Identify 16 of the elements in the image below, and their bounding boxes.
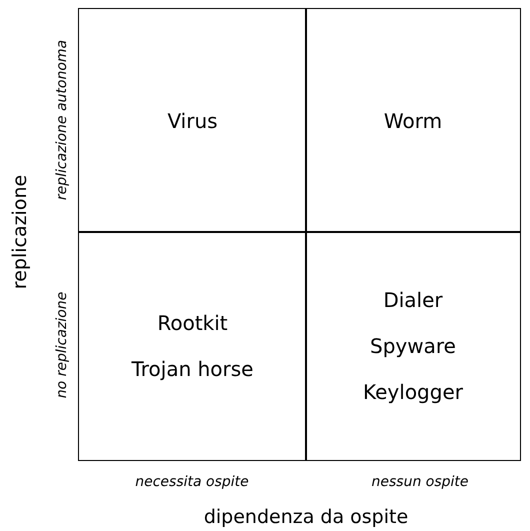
column-label: nessun ospite: [372, 474, 468, 490]
malware-type: Virus: [167, 108, 218, 132]
quadrant-cell: [78, 8, 307, 233]
malware-type: Dialer: [383, 288, 443, 312]
quadrant-cell: [78, 231, 307, 461]
quadrant-cell: [305, 8, 521, 233]
malware-type: Keylogger: [363, 380, 463, 404]
malware-type: Trojan horse: [131, 357, 254, 381]
quadrant-cell: [305, 231, 521, 461]
axis-title: dipendenza da ospite: [204, 506, 408, 528]
malware-type: Spyware: [370, 334, 456, 358]
axis-title: replicazione: [9, 174, 31, 290]
column-label: necessita ospite: [135, 474, 249, 490]
row-label: replicazione autonoma: [54, 40, 70, 200]
malware-type: Worm: [384, 108, 442, 132]
malware-type: Rootkit: [157, 311, 228, 335]
